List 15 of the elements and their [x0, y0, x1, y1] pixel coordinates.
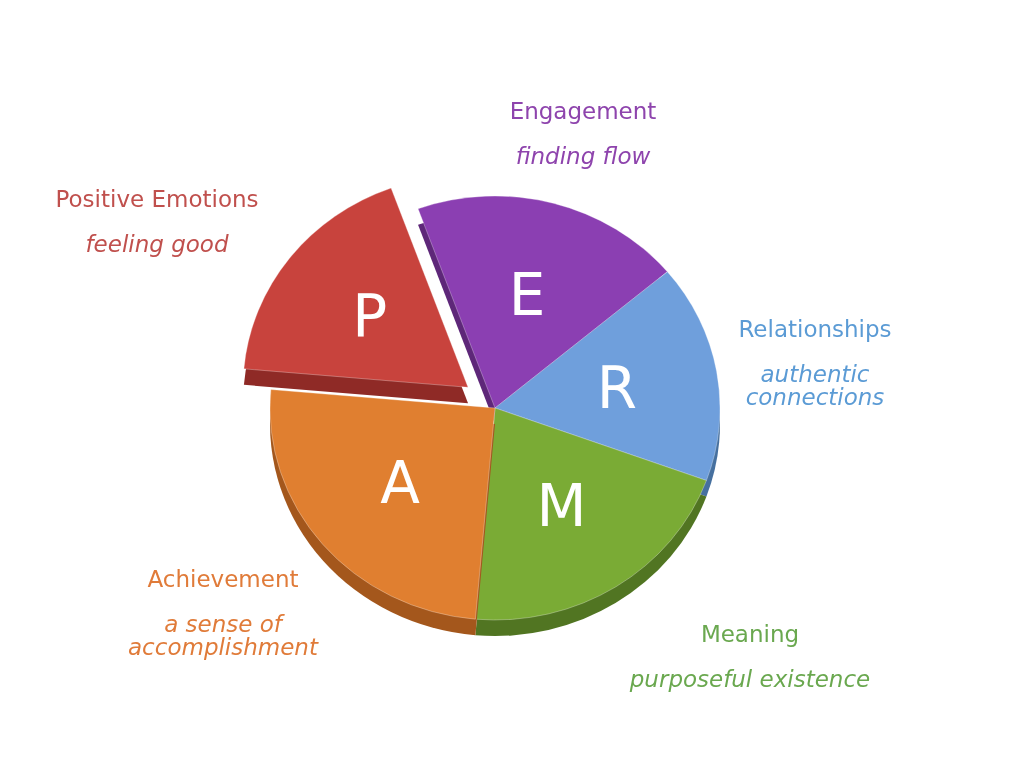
slice-letter: P: [352, 282, 388, 351]
slice-letter: A: [380, 448, 421, 517]
category-subtitle: authentic connections: [744, 363, 886, 409]
category-title: Relationships: [737, 318, 893, 341]
category-title: Engagement: [508, 100, 658, 123]
slice-letter: R: [596, 353, 638, 422]
category-title: Achievement: [146, 568, 300, 591]
slice-letter: E: [508, 261, 546, 330]
category-subtitle: feeling good: [84, 233, 230, 256]
category-subtitle: purposeful existence: [628, 668, 872, 691]
category-subtitle: a sense of accomplishment: [127, 613, 320, 659]
slice-letter: M: [536, 472, 587, 541]
category-subtitle: finding flow: [514, 145, 652, 168]
category-title: Positive Emotions: [54, 188, 260, 211]
category-title: Meaning: [699, 623, 801, 646]
